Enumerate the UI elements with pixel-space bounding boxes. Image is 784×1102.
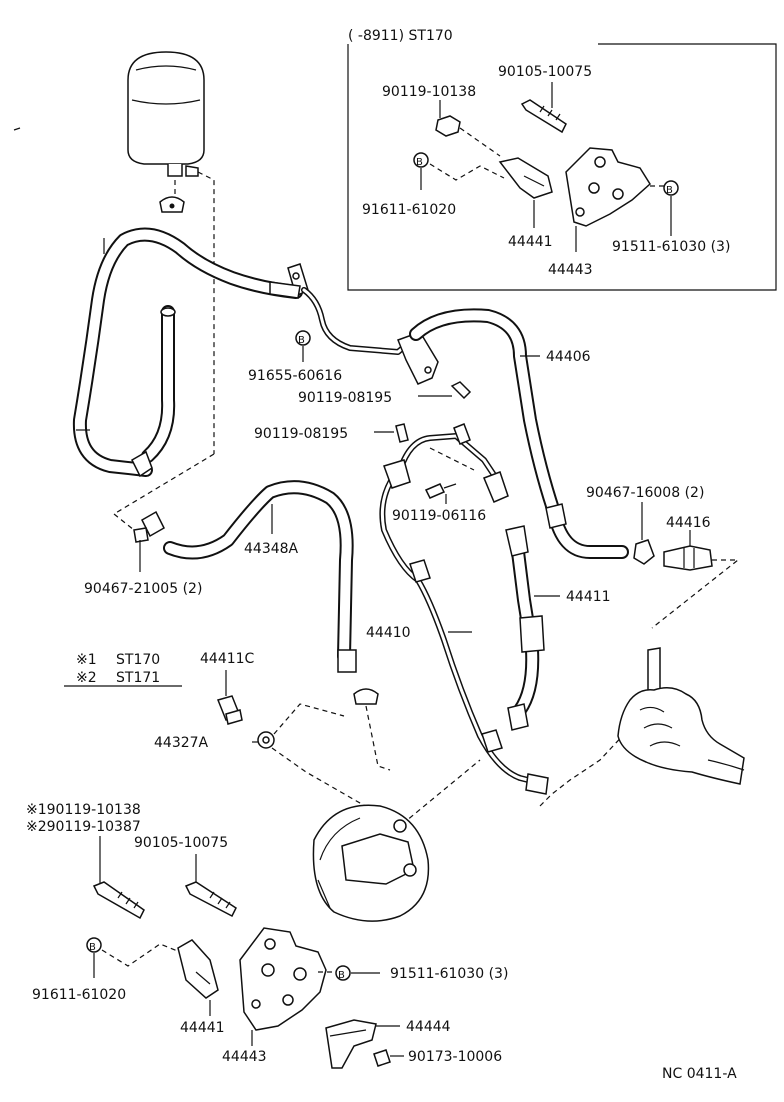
bracket-44441-icon [177,939,219,1016]
pressure-pipe-upper[interactable] [301,287,439,385]
bolt-b-mark-91611: B [86,937,181,978]
svg-text:B: B [89,942,96,953]
legend: ※1 ST170 ※2 ST171 [64,652,182,687]
hose-clip-90467-21005-icon [113,510,165,572]
bolt-90119-08195-right-icon [418,381,472,400]
label-91611-61020[interactable]: 91611-61020 [32,987,126,1003]
hose-clip-90467-16008-icon [633,502,655,565]
bolt-90119-08195-left-icon [374,423,409,443]
inset-bolt-b-mark-left: B [413,152,505,190]
svg-text:B: B [298,335,305,346]
legend-row1-text: ST170 [116,652,160,668]
bolt-90105-10075-icon [184,854,237,918]
legend-row1-mark: ※1 [76,652,97,668]
label-90467-21005[interactable]: 90467-21005 (2) [84,581,202,597]
inset-bolt-icon [520,82,567,134]
reservoir-clamp-icon [159,196,185,213]
pump-inlet-clip-icon [353,688,391,771]
label-44411C[interactable]: 44411C [200,651,255,667]
inset-bracket-main-icon [565,147,664,252]
label-90105-10075[interactable]: 90105-10075 [134,835,228,851]
label-44444[interactable]: 44444 [406,1019,451,1035]
variant-line-2[interactable]: ※290119-10387 [26,819,141,835]
label-inset-bracket-main[interactable]: 44443 [548,262,593,278]
bracket-44443-icon [239,927,334,1046]
label-44443[interactable]: 44443 [222,1049,267,1065]
label-90119-06116[interactable]: 90119-06116 [392,508,486,524]
label-90119-08195-right[interactable]: 90119-08195 [298,390,392,406]
bracket-44444-icon [325,1019,400,1069]
suction-hose-44348A[interactable] [163,480,357,673]
inset-bracket-small-icon [498,157,553,228]
label-inset-nut-upper[interactable]: 90119-10138 [382,84,476,100]
pipe-union-assembly[interactable] [397,423,509,503]
label-inset-bolt-b-right[interactable]: 91511-61030 (3) [612,239,730,255]
hand-illustration-icon [617,647,745,785]
label-91655-60616[interactable]: 91655-60616 [248,368,342,384]
inset-nut-icon [435,100,501,157]
legend-row2-text: ST171 [116,670,160,686]
label-91511-61030[interactable]: 91511-61030 (3) [390,966,508,982]
label-inset-bracket-small[interactable]: 44441 [508,234,553,250]
variant-line-1[interactable]: ※190119-10138 [26,802,141,818]
bolt-90119-06116-icon [424,483,457,504]
svg-text:B: B [416,157,423,168]
bolt-b-mark-91511: B [335,965,380,981]
diagram-code: NC 0411-A [662,1066,737,1082]
hose-44411[interactable] [505,525,651,807]
label-44410[interactable]: 44410 [366,625,411,641]
label-44441[interactable]: 44441 [180,1020,225,1036]
inset-panel: ( -8911) ST170 90105-10075 90119-10138 9… [347,28,777,291]
bolt-b-mark-91655: B [295,330,311,362]
union-44411C-icon [216,670,243,725]
return-hose[interactable] [72,227,303,477]
label-90119-08195-left[interactable]: 90119-08195 [254,426,348,442]
hose-joint-bracket [269,263,309,299]
label-44406[interactable]: 44406 [546,349,591,365]
label-44327A[interactable]: 44327A [154,735,209,751]
label-44416[interactable]: 44416 [666,515,711,531]
label-inset-bolt-b[interactable]: 91611-61020 [362,202,456,218]
legend-row2-mark: ※2 [76,670,97,686]
fitting-44327A-icon [252,703,481,827]
inset-bolt-b-mark-right: B [663,180,679,236]
svg-text:B: B [666,185,673,196]
union-44416-icon [651,530,740,629]
power-steering-pump[interactable] [312,804,430,922]
reservoir-tank[interactable] [127,51,215,454]
label-90173-10006[interactable]: 90173-10006 [408,1049,502,1065]
label-44348A[interactable]: 44348A [244,541,299,557]
inset-title: ( -8911) ST170 [348,28,453,44]
svg-text:B: B [338,970,345,981]
suction-hose-short[interactable] [113,305,215,515]
pressure-tube-44410[interactable] [379,459,549,795]
label-inset-bolt-upper[interactable]: 90105-10075 [498,64,592,80]
label-44411[interactable]: 44411 [566,589,611,605]
stray-mark [13,127,21,131]
variant-bolt-icon [92,836,145,920]
label-90467-16008[interactable]: 90467-16008 (2) [586,485,704,501]
nut-90173-10006-icon [373,1049,404,1067]
high-pressure-hose-44406[interactable] [409,308,629,559]
